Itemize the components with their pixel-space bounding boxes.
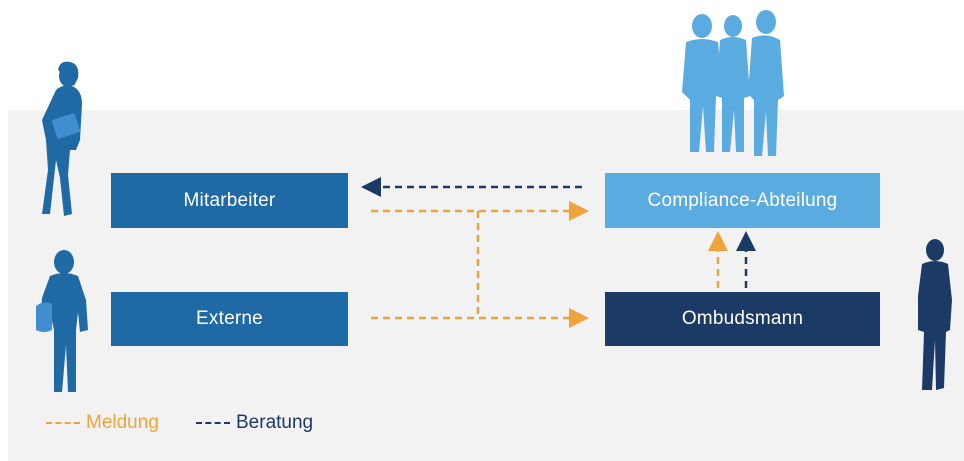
- man-with-bag-silhouette-icon: [36, 250, 88, 392]
- node-compliance-abteilung: Compliance-Abteilung: [605, 173, 880, 228]
- standing-man-silhouette-icon: [918, 239, 952, 390]
- legend-beratung: Beratung: [196, 412, 313, 434]
- node-mitarbeiter: Mitarbeiter: [111, 173, 348, 228]
- woman-silhouette-icon: [42, 61, 82, 216]
- legend-meldung: Meldung: [46, 412, 159, 434]
- node-externe: Externe: [111, 292, 348, 346]
- node-ombudsmann: Ombudsmann: [605, 292, 880, 346]
- diagram-background: [8, 110, 964, 461]
- group-of-three-silhouette-icon: [682, 10, 784, 156]
- legend-beratung-line: [196, 422, 230, 424]
- legend-beratung-label: Beratung: [236, 412, 314, 433]
- legend-meldung-line: [46, 422, 80, 424]
- legend-meldung-label: Meldung: [86, 412, 159, 433]
